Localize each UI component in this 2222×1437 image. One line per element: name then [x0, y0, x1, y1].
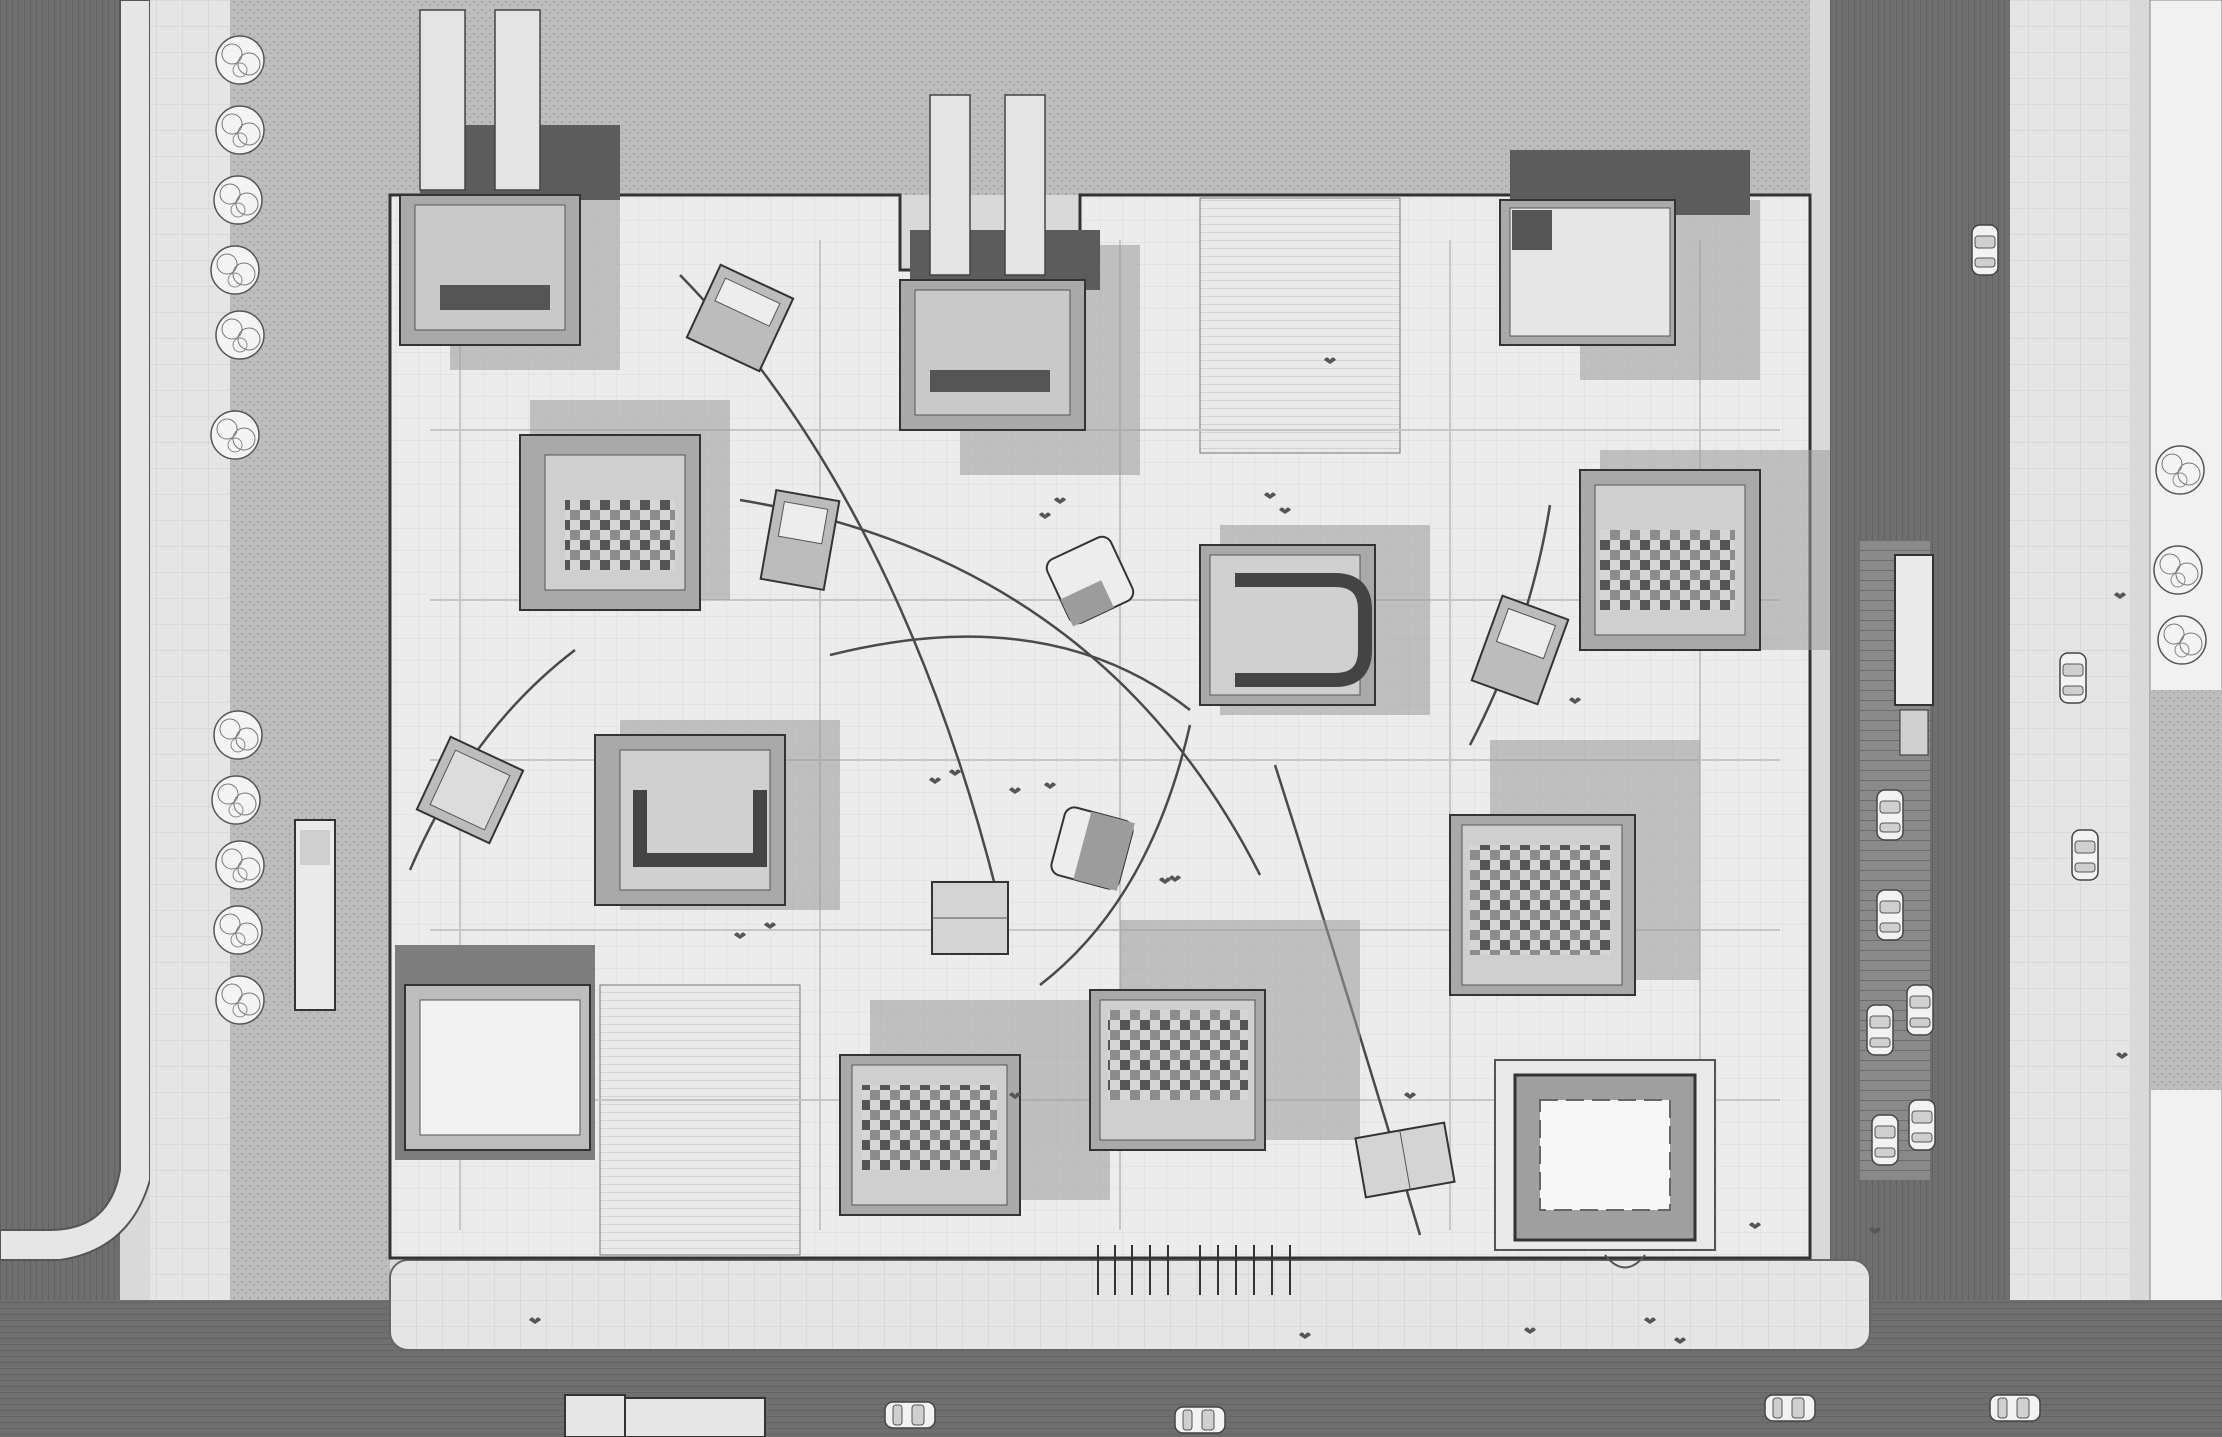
- kiosk-2: [759, 488, 841, 592]
- kiosk-4: [1470, 594, 1570, 706]
- bus-west: [294, 819, 336, 1011]
- kiosk-6: [1050, 806, 1135, 891]
- south-timber-deck: [599, 984, 801, 1256]
- hall: [1494, 1059, 1716, 1269]
- left-tree-strip: [150, 0, 230, 1300]
- left-gravel-field: [230, 0, 390, 1300]
- kiosk-3: [1045, 535, 1135, 627]
- east-gravel-patch: [2150, 690, 2222, 1090]
- exhibit-pavilion-e: [1579, 469, 1761, 651]
- south-sidewalk: [389, 1259, 1871, 1351]
- kiosk-7: [931, 881, 1009, 955]
- exhibit-pavilion-w: [519, 434, 701, 611]
- east-sidewalk: [2010, 0, 2130, 1437]
- service-building-n: [899, 94, 1100, 431]
- cafe-pavilion-c: [1199, 544, 1376, 706]
- bike-rack: [1097, 1245, 1291, 1295]
- service-building-nw: [399, 9, 620, 346]
- service-building-ne: [1499, 150, 1750, 346]
- north-timber-deck: [1199, 197, 1401, 454]
- kiosk-1: [685, 263, 795, 373]
- cafe-pavilion-w: [594, 734, 786, 906]
- kiosk-5: [415, 735, 525, 845]
- left-highway: [0, 0, 120, 1437]
- sw-pavilion: [395, 945, 595, 1160]
- exhibit-pavilion-s1: [839, 1054, 1021, 1216]
- left-road-curve: [0, 0, 151, 1261]
- kiosk-8: [1354, 1121, 1456, 1199]
- truck-south: [564, 1394, 766, 1437]
- exhibit-pavilion-se: [1449, 814, 1636, 996]
- bus-east: [1894, 554, 1934, 756]
- exhibit-pavilion-s2: [1089, 989, 1266, 1151]
